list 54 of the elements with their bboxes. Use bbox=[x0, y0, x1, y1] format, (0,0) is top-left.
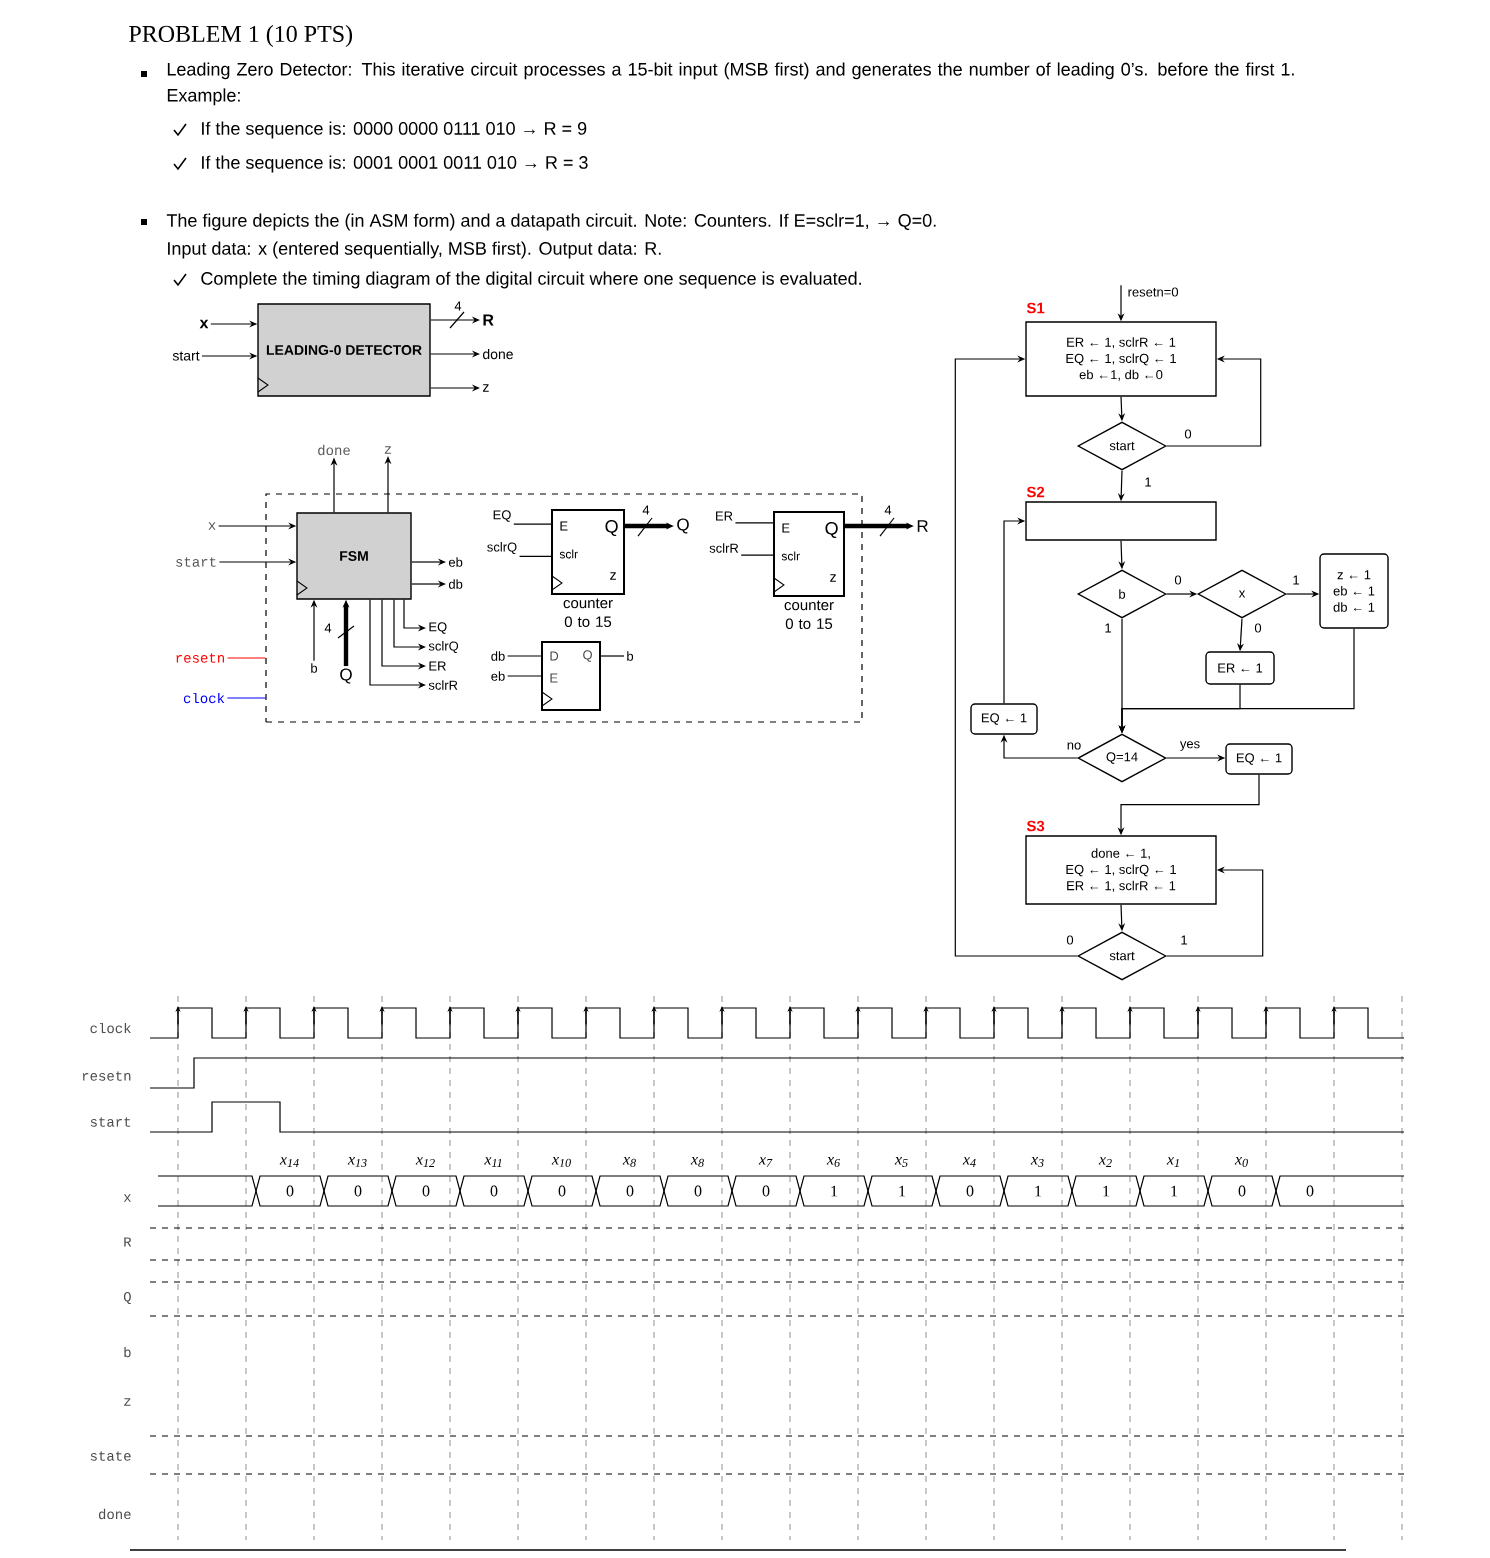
bit-value: 0 bbox=[286, 1185, 294, 1197]
bit-value: 0 bbox=[1306, 1185, 1314, 1197]
bit-label: x$_{5}$ bbox=[894, 1157, 908, 1167]
bit-value: 0 bbox=[354, 1185, 362, 1197]
bit-label: x$_{2}$ bbox=[1098, 1157, 1112, 1167]
text-line: If the sequence is: 0000 0000 0111 010 → R = 9 bbox=[202, 121, 587, 139]
bus-arrow bbox=[430, 311, 480, 329]
connector-line bbox=[734, 522, 774, 524]
connector-line bbox=[507, 675, 542, 677]
bit-value: 0 bbox=[966, 1185, 974, 1197]
bit-label: x$_{10}$ bbox=[551, 1157, 571, 1167]
signal-label: x bbox=[199, 319, 209, 329]
bit-value: 0 bbox=[762, 1185, 770, 1197]
bit-label: x$_{7}$ bbox=[758, 1157, 773, 1167]
text-line: If the sequence is: 0001 0001 0011 010 → R = 3 bbox=[202, 155, 588, 173]
connector-line bbox=[600, 655, 625, 657]
bit-label: x$_{8}$ bbox=[622, 1157, 636, 1167]
connector-line bbox=[740, 554, 774, 556]
bit-value: 0 bbox=[422, 1185, 430, 1197]
signal-line bbox=[227, 657, 266, 659]
bit-label: x$_{11}$ bbox=[484, 1157, 502, 1167]
text-line: Input data: x (entered sequentially, MSB first). Output data: R. bbox=[168, 241, 661, 259]
title: PROBLEM 1 (10 PTS) bbox=[129, 25, 353, 47]
arrow bbox=[954, 355, 1078, 957]
text-line: The figure depicts the (in ASM form) and a datapath circuit. Note: Counters. If E=sclr=1, → Q=0. bbox=[166, 213, 936, 231]
signal-line bbox=[226, 697, 266, 699]
bit-label: x$_{13}$ bbox=[347, 1157, 367, 1167]
bit-label: x$_{14}$ bbox=[279, 1157, 299, 1167]
paragraph: Leading Zero Detector: This iterative circuit processes a 15-bit input (MSB first) and generates the number of leading 0’s. before the first 1. Example: bbox=[167, 62, 1294, 106]
bit-value: 1 bbox=[899, 1185, 906, 1197]
connector-line bbox=[513, 523, 552, 525]
signal-label: R bbox=[917, 520, 928, 532]
connector-line bbox=[507, 655, 542, 657]
bit-value: 0 bbox=[626, 1185, 634, 1197]
bit-label: x$_{4}$ bbox=[962, 1157, 976, 1167]
bit-label: x$_{12}$ bbox=[415, 1157, 435, 1167]
bit-value: 1 bbox=[1103, 1185, 1110, 1197]
bit-label: x$_{1}$ bbox=[1166, 1157, 1179, 1167]
signal-label: R bbox=[483, 314, 494, 326]
bit-value: 0 bbox=[694, 1185, 702, 1197]
bit-value: 1 bbox=[1035, 1185, 1042, 1197]
signal-label: Q bbox=[677, 518, 689, 534]
connector-line bbox=[518, 555, 552, 557]
signal-label: Q bbox=[340, 668, 352, 684]
bit-label: x$_{0}$ bbox=[1234, 1157, 1248, 1167]
bit-label: x$_{6}$ bbox=[826, 1157, 840, 1167]
bit-value: 0 bbox=[490, 1185, 498, 1197]
bit-label: x$_{8}$ bbox=[690, 1157, 704, 1167]
bit-value: 0 bbox=[558, 1185, 566, 1197]
bit-label: x$_{3}$ bbox=[1030, 1157, 1044, 1167]
bit-value: 1 bbox=[831, 1185, 838, 1197]
bit-value: 0 bbox=[1238, 1185, 1246, 1197]
datapath-frame bbox=[265, 493, 863, 723]
bit-value: 1 bbox=[1171, 1185, 1178, 1197]
